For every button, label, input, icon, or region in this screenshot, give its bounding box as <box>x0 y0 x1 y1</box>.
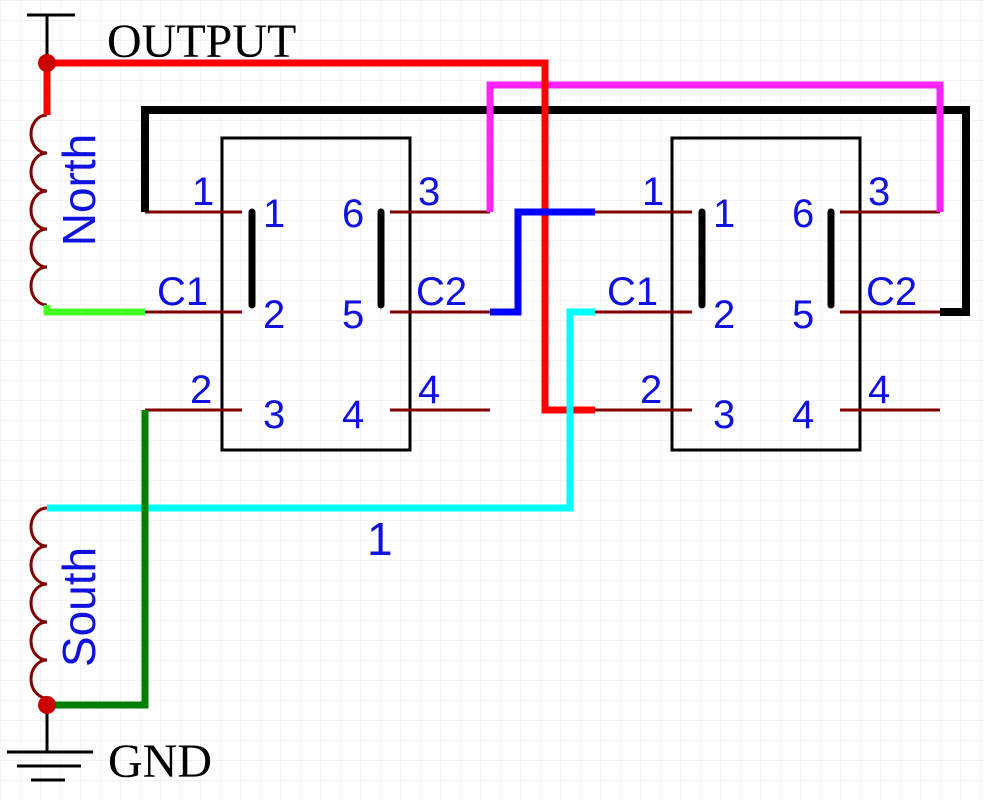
output-label: OUTPUT <box>107 15 296 68</box>
net-label: C1 <box>157 270 208 314</box>
output-junction <box>38 54 56 72</box>
net-label: 2 <box>190 368 212 412</box>
pin-lines <box>145 210 940 412</box>
pin-number: 6 <box>342 192 364 236</box>
net-label: C2 <box>866 270 917 314</box>
pin-number: 6 <box>792 192 814 236</box>
pin-number: 3 <box>263 393 285 437</box>
net-label: 1 <box>192 170 214 214</box>
pin-number: 5 <box>342 293 364 337</box>
north-coil[interactable] <box>29 113 48 307</box>
south-coil[interactable] <box>29 506 48 700</box>
pin-number: 2 <box>263 293 285 337</box>
gnd-junction <box>38 696 56 714</box>
switch-right-contacts <box>698 208 835 309</box>
switch-left-contacts <box>248 208 385 309</box>
switch-left-labels: 1 C1 2 3 C2 4 1 2 3 4 5 6 <box>157 170 467 437</box>
switch-right-labels: 1 C1 2 3 C2 4 1 2 3 4 5 6 <box>607 170 917 437</box>
light-green-wire[interactable] <box>43 305 145 316</box>
north-coil-label: North <box>53 134 105 246</box>
net-label: C2 <box>416 270 467 314</box>
net-label: 1 <box>642 170 664 214</box>
blue-wire[interactable] <box>490 208 595 316</box>
pin-number: 2 <box>713 293 735 337</box>
pin-number: 1 <box>263 192 285 236</box>
cyan-wire[interactable] <box>47 308 595 512</box>
net-label: 3 <box>418 170 440 214</box>
pin-number: 4 <box>792 393 814 437</box>
pin-number: 5 <box>792 293 814 337</box>
net-label: C1 <box>607 270 658 314</box>
switch-left-body[interactable] <box>220 136 412 452</box>
black-wire[interactable] <box>141 106 970 316</box>
switch-right-body[interactable] <box>670 136 862 452</box>
south-coil-label: South <box>53 547 105 667</box>
gnd-label: GND <box>108 735 212 788</box>
net-label: 2 <box>640 368 662 412</box>
cyan-wire-label: 1 <box>367 513 393 565</box>
dark-green-wire[interactable] <box>47 410 149 709</box>
magenta-wire[interactable] <box>486 81 944 212</box>
net-label: 4 <box>418 368 440 412</box>
ground-symbol <box>7 705 93 782</box>
net-label: 4 <box>868 368 890 412</box>
net-label: 3 <box>868 170 890 214</box>
pin-number: 4 <box>342 393 364 437</box>
pin-number: 1 <box>713 192 735 236</box>
pin-number: 3 <box>713 393 735 437</box>
